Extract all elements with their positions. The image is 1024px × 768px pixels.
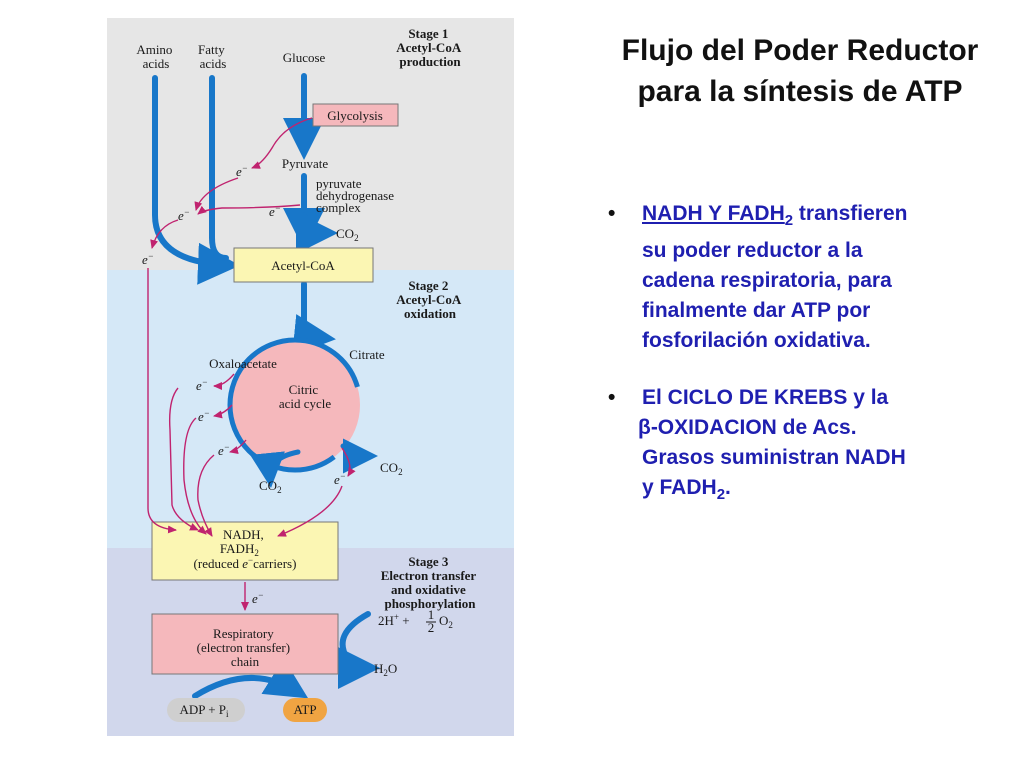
oxygen-reaction-label: 2H+ + <box>378 612 410 628</box>
co2-label-2: CO2 <box>259 478 282 495</box>
bullet-2-dot: • <box>608 386 616 409</box>
pyruvate-label: Pyruvate <box>282 156 328 171</box>
acetylcoa-box <box>233 247 374 283</box>
electron-arrow-cycle-4 <box>341 447 356 477</box>
electron-label-6: e− <box>198 408 210 424</box>
electron-arrow-cycle-2 <box>213 404 233 419</box>
electron-arrow-cycle-1 <box>213 373 235 390</box>
bullet-1-line-1-rest: transfieren <box>793 202 908 225</box>
electron-label-8: e− <box>334 471 346 487</box>
bullet-1-highlight-text: NADH Y FADH <box>642 202 785 225</box>
glycolysis-label: Glycolysis <box>327 108 383 123</box>
nadh-fadh2-label: NADH, FADH2 (reduced e−carriers) <box>194 527 297 571</box>
atp-label: ATP <box>293 702 316 717</box>
adp-pi-capsule <box>167 698 245 722</box>
respiratory-chain-box <box>151 613 339 675</box>
fatty-acid-flow-arrow <box>209 75 229 261</box>
atp-capsule <box>283 698 327 722</box>
bullet-2-line-4-text: y FADH <box>642 476 717 499</box>
bullet-2-line-4-subscript: 2 <box>716 486 726 503</box>
electron-trunk-left <box>147 268 177 534</box>
fatty-acids-label: Fatty acids <box>198 42 228 71</box>
adp-pi-label: ADP + Pi <box>179 702 229 719</box>
bullet-2-line-4-period: . <box>725 476 731 499</box>
amino-acid-flow-arrow <box>152 75 240 285</box>
stage3-label: Stage 3 Electron transfer and oxidative … <box>381 554 479 611</box>
co2-label-1: CO2 <box>336 226 359 243</box>
bullet-1: • NADH Y FADH2 transfieren su poder redu… <box>608 199 1008 356</box>
electron-label-1: e− <box>236 163 248 179</box>
cycle-co2-release-arrow-left <box>250 449 301 488</box>
cycle-co2-release-arrow-right <box>340 438 378 474</box>
acetylcoa-label: Acetyl-CoA <box>271 258 335 273</box>
bullet-1-line-2: su poder reductor a la <box>642 239 863 262</box>
bullet-1-line-1: NADH Y FADH2 transfieren <box>608 199 1008 236</box>
oxaloacetate-label: Oxaloacetate <box>209 356 277 371</box>
bullet-2-line-2: β-OXIDACION de Acs. <box>638 416 857 439</box>
electron-arrow-cycle-3 <box>229 439 247 454</box>
bullet-1-line-5: fosforilación oxidativa. <box>642 329 871 352</box>
electron-merge-2 <box>183 417 207 535</box>
citric-acid-cycle-label: Citric acid cycle <box>279 382 332 411</box>
electron-label-4: e− <box>142 251 154 267</box>
bullet-1-highlight-subscript: 2 <box>784 212 794 229</box>
bullet-2-line-1: El CICLO DE KREBS y la <box>642 386 889 409</box>
slide-title: Flujo del Poder Reductor para la síntesi… <box>560 30 1024 112</box>
electron-label-7: e− <box>218 442 230 458</box>
electron-arrow-pdh <box>197 204 301 215</box>
stage2-label: Stage 2 Acetyl-CoA oxidation <box>396 278 464 321</box>
bullet-2-line-3: Grasos suministran NADH <box>642 446 906 469</box>
water-label: H2O <box>374 661 397 678</box>
electron-arrow-glycolysis <box>251 117 313 169</box>
bullet-1-highlight: NADH Y FADH2 <box>642 202 793 229</box>
citric-acid-cycle-circle <box>227 337 363 473</box>
oxygen-fraction-numerator: 1 <box>428 607 435 622</box>
amino-acids-label: Amino acids <box>136 42 175 71</box>
glycolysis-box <box>312 103 399 127</box>
bullet-2-line-4: y FADH2. <box>608 473 1008 510</box>
adp-to-atp-arrow <box>192 658 309 699</box>
oxygen-fraction-denominator: 2 <box>428 620 435 635</box>
slide-title-line-1: Flujo del Poder Reductor <box>621 34 979 67</box>
electron-arrow-pdh-branch <box>150 219 179 249</box>
slide-title-line-2: para la síntesis de ATP <box>637 75 963 108</box>
co2-label-3: CO2 <box>380 460 403 477</box>
co2-release-arrow-1 <box>295 211 338 254</box>
electron-merge-4 <box>277 485 343 537</box>
electron-merge-1 <box>168 387 199 531</box>
bullet-2: • El CICLO DE KREBS y la β-OXIDACION de … <box>608 383 1008 510</box>
oxygen-to-water-arrow <box>337 611 380 689</box>
bullet-1-line-4: finalmente dar ATP por <box>642 299 871 322</box>
nadh-fadh2-box <box>151 521 339 581</box>
electron-label-5: e− <box>196 377 208 393</box>
respiratory-chain-label: Respiratory (electron transfer) chain <box>197 626 294 669</box>
bullet-1-dot: • <box>608 202 616 225</box>
electron-label-3: e− <box>269 203 281 219</box>
bullet-1-line-3: cadena respiratoria, para <box>642 269 892 292</box>
acetylcoa-to-cycle-arrow <box>292 281 336 356</box>
citrate-label: Citrate <box>349 347 385 362</box>
stage1-label: Stage 1 Acetyl-CoA production <box>396 26 464 69</box>
electron-label-2: e− <box>178 207 190 223</box>
oxygen-label: O2 <box>439 613 453 630</box>
glucose-label: Glucose <box>283 50 326 65</box>
electron-merge-3 <box>197 454 215 537</box>
pdh-complex-label: pyruvate dehydrogenase complex <box>316 176 397 215</box>
electron-label-9: e− <box>252 590 264 606</box>
